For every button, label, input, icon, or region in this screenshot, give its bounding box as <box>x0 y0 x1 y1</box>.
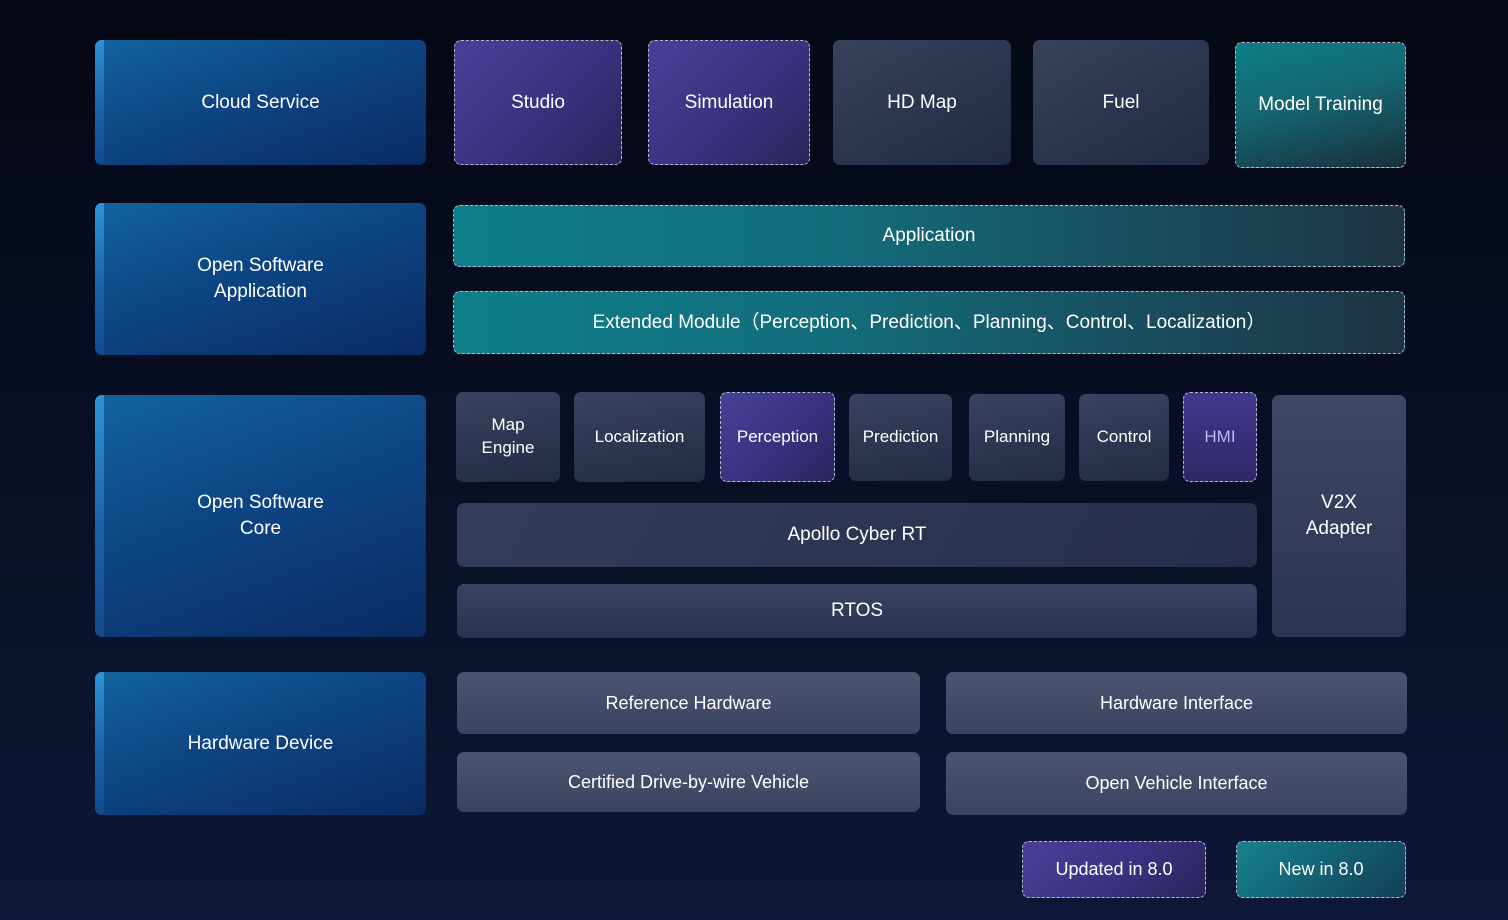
reference-hardware-block: Reference Hardware <box>457 672 920 734</box>
map-engine-block: Map Engine <box>456 392 560 482</box>
legend-new-label: New in 8.0 <box>1278 859 1364 880</box>
prediction-label: Prediction <box>862 427 939 447</box>
legend-new-badge: New in 8.0 <box>1236 841 1406 898</box>
studio-label: Studio <box>511 91 565 113</box>
localization-label: Localization <box>594 426 685 446</box>
studio-block: Studio <box>454 40 622 165</box>
perception-block: Perception <box>720 392 835 482</box>
open-vehicle-interface-label: Open Vehicle Interface <box>1085 773 1268 794</box>
model-training-label: Model Training <box>1258 94 1383 116</box>
certified-drive-by-wire-vehicle-block: Certified Drive-by-wire Vehicle <box>457 752 920 812</box>
hardware-interface-label: Hardware Interface <box>1099 692 1254 713</box>
v2x-adapter-label: V2X Adapter <box>1305 492 1373 539</box>
hmi-block: HMI <box>1183 392 1257 482</box>
apollo-cyber-rt-label: Apollo Cyber RT <box>787 524 927 546</box>
cloud-service-block: Cloud Service <box>95 40 426 165</box>
fuel-label: Fuel <box>1102 91 1140 113</box>
hmi-label: HMI <box>1204 426 1236 446</box>
certified-drive-by-wire-vehicle-label: Certified Drive-by-wire Vehicle <box>567 771 810 792</box>
legend-updated-label: Updated in 8.0 <box>1055 859 1173 880</box>
hd-map-label: HD Map <box>887 91 957 113</box>
rtos-label: RTOS <box>830 600 884 622</box>
prediction-block: Prediction <box>849 394 952 481</box>
application-label: Application <box>882 225 976 247</box>
accent-stripe <box>95 395 104 637</box>
open-vehicle-interface-block: Open Vehicle Interface <box>946 752 1407 815</box>
hardware-device-block: Hardware Device <box>95 672 426 815</box>
planning-label: Planning <box>983 427 1051 447</box>
application-bar: Application <box>453 205 1405 267</box>
rtos-bar: RTOS <box>457 584 1257 638</box>
accent-stripe <box>95 672 104 815</box>
apollo-cyber-rt-bar: Apollo Cyber RT <box>457 503 1257 567</box>
cloud-service-label: Cloud Service <box>201 91 320 113</box>
accent-stripe <box>95 203 104 355</box>
planning-block: Planning <box>969 394 1065 481</box>
map-engine-label: Map Engine <box>481 415 535 457</box>
reference-hardware-label: Reference Hardware <box>605 692 772 713</box>
accent-stripe <box>95 40 104 165</box>
open-software-application-label: Open Software Application <box>197 255 324 302</box>
v2x-adapter-block: V2X Adapter <box>1272 395 1406 637</box>
open-software-core-block: Open Software Core <box>95 395 426 637</box>
extended-module-bar: Extended Module（Perception、Prediction、Pl… <box>453 291 1405 354</box>
fuel-block: Fuel <box>1033 40 1209 165</box>
hd-map-block: HD Map <box>833 40 1011 165</box>
perception-label: Perception <box>736 426 819 446</box>
model-training-block: Model Training <box>1235 42 1406 168</box>
extended-module-label: Extended Module（Perception、Prediction、Pl… <box>592 311 1266 333</box>
hardware-device-label: Hardware Device <box>187 732 334 754</box>
open-software-core-label: Open Software Core <box>197 492 324 539</box>
legend-updated-badge: Updated in 8.0 <box>1022 841 1206 898</box>
control-block: Control <box>1079 394 1169 481</box>
open-software-application-block: Open Software Application <box>95 203 426 355</box>
simulation-block: Simulation <box>648 40 810 165</box>
simulation-label: Simulation <box>684 91 774 113</box>
localization-block: Localization <box>574 392 705 482</box>
hardware-interface-block: Hardware Interface <box>946 672 1407 734</box>
control-label: Control <box>1096 427 1152 447</box>
